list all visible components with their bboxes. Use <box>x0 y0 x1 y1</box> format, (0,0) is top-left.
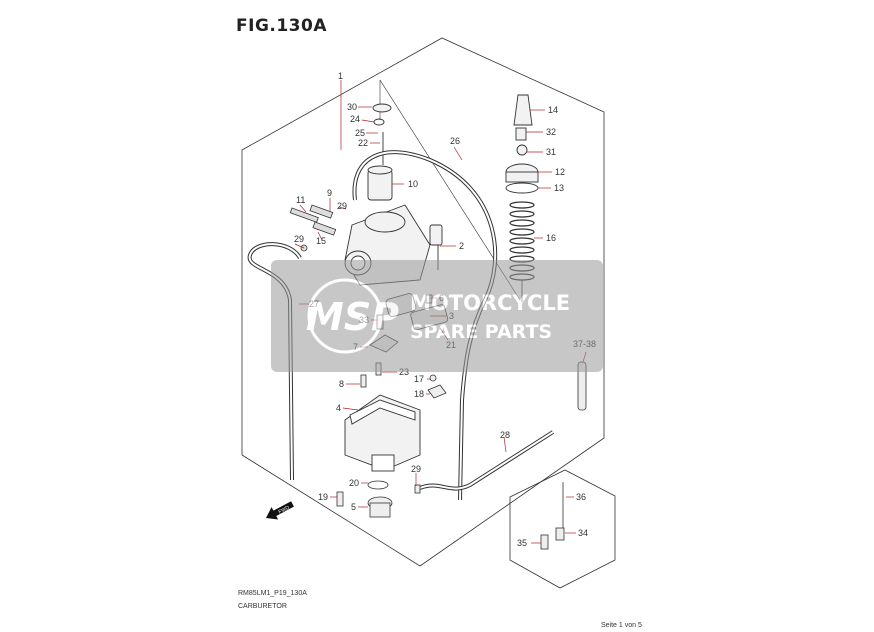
callout-8: 8 <box>339 379 344 389</box>
hose-28 <box>419 430 555 491</box>
callout-5: 5 <box>351 502 356 512</box>
callout-22: 22 <box>358 138 368 148</box>
callout-16: 16 <box>546 233 556 243</box>
sub-assembly-outline <box>509 469 616 589</box>
callout-4: 4 <box>336 403 341 413</box>
callout-15: 15 <box>316 236 326 246</box>
callout-26: 26 <box>450 136 460 146</box>
diagram-outline <box>241 37 605 567</box>
callout-31: 31 <box>546 147 556 157</box>
throttle-parts-icon <box>505 94 539 194</box>
figure-caption: CARBURETOR <box>238 603 287 610</box>
fwd-arrow-icon: FWD <box>266 501 294 520</box>
callout-13: 13 <box>554 183 564 193</box>
callout-35: 35 <box>517 538 527 548</box>
callout-29b: 29 <box>294 234 304 244</box>
callout-10: 10 <box>408 179 418 189</box>
watermark: MSP MOTORCYCLE SPARE PARTS <box>271 260 603 372</box>
callout-34: 34 <box>578 528 588 538</box>
callout-20: 20 <box>349 478 359 488</box>
watermark-line2: SPARE PARTS <box>410 321 552 343</box>
callout-19: 19 <box>318 492 328 502</box>
callout-9: 9 <box>327 188 332 198</box>
callout-1: 1 <box>338 71 343 81</box>
figure-title: FIG.130A <box>236 16 327 36</box>
callout-14: 14 <box>548 105 558 115</box>
callout-29a: 29 <box>337 201 347 211</box>
callout-12: 12 <box>555 167 565 177</box>
callout-29c: 29 <box>411 464 421 474</box>
page-indicator: Seite 1 von 5 <box>601 622 642 629</box>
callout-30: 30 <box>347 102 357 112</box>
callout-24: 24 <box>350 114 360 124</box>
watermark-line1: MOTORCYCLE <box>410 291 570 315</box>
fwd-label: FWD <box>278 505 291 516</box>
callout-17: 17 <box>414 374 424 384</box>
callout-2: 2 <box>459 241 464 251</box>
callout-32: 32 <box>546 127 556 137</box>
callout-11: 11 <box>296 195 305 205</box>
figure-code: RM85LM1_P19_130A <box>238 590 307 597</box>
callout-28: 28 <box>500 430 510 440</box>
callout-18: 18 <box>414 389 424 399</box>
callout-36: 36 <box>576 492 586 502</box>
float-chamber-icon <box>344 394 421 472</box>
callout-25: 25 <box>355 128 365 138</box>
watermark-logo: MSP <box>306 295 399 339</box>
